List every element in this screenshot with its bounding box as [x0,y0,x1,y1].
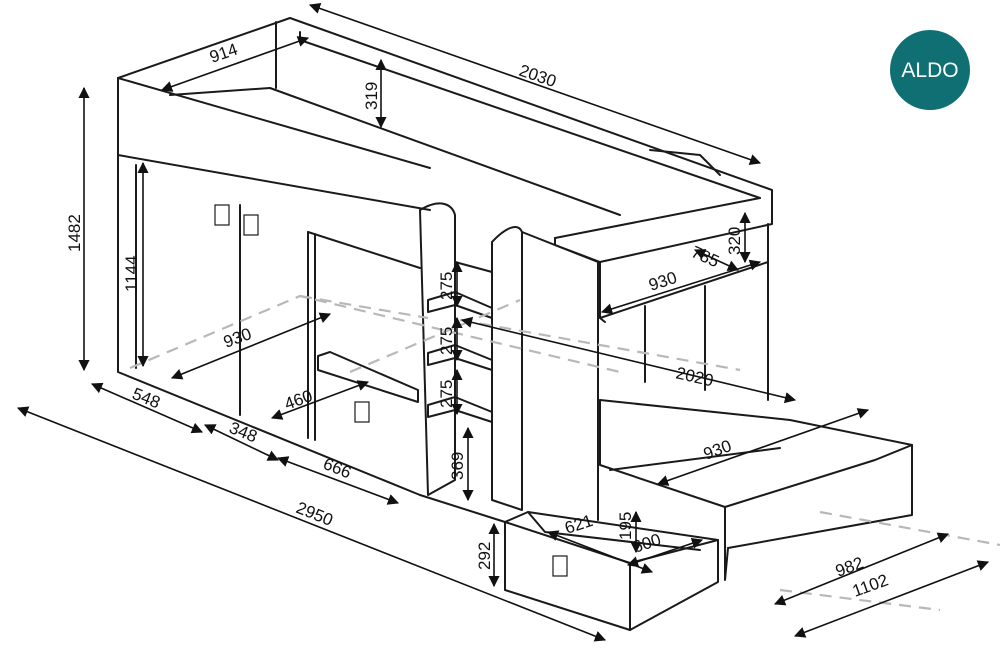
dim-348: 348 [227,418,260,446]
logo-text: ALDO [901,59,958,82]
dim-319: 319 [362,82,381,110]
dim-275-1: 275 [437,272,456,300]
dim-195: 195 [616,512,635,540]
dimension-lines [16,3,990,642]
reference-lines [129,294,1000,612]
dim-914: 914 [207,40,240,67]
dim-982: 982 [833,553,866,581]
aldo-logo: ALDO [890,30,970,110]
furniture-outline [117,17,913,631]
dim-369: 369 [448,452,467,480]
dim-785: 785 [688,242,722,271]
dim-1482: 1482 [65,214,84,252]
dim-275-2: 275 [437,327,456,355]
logo-badge [890,30,970,110]
dim-930-shelf: 930 [646,268,679,295]
dim-460: 460 [282,386,315,414]
dim-2030: 2030 [517,61,559,91]
dim-320: 320 [725,227,744,255]
dim-292: 292 [475,542,494,570]
dim-1102: 1102 [850,570,891,600]
dim-666: 666 [321,454,354,482]
dimension-labels: 914 2030 319 1482 1144 930 548 348 666 4… [65,40,891,601]
dim-621: 621 [562,511,595,538]
dim-275-3: 275 [437,380,456,408]
dim-2020: 2020 [674,363,715,390]
dim-1144: 1144 [122,255,141,292]
